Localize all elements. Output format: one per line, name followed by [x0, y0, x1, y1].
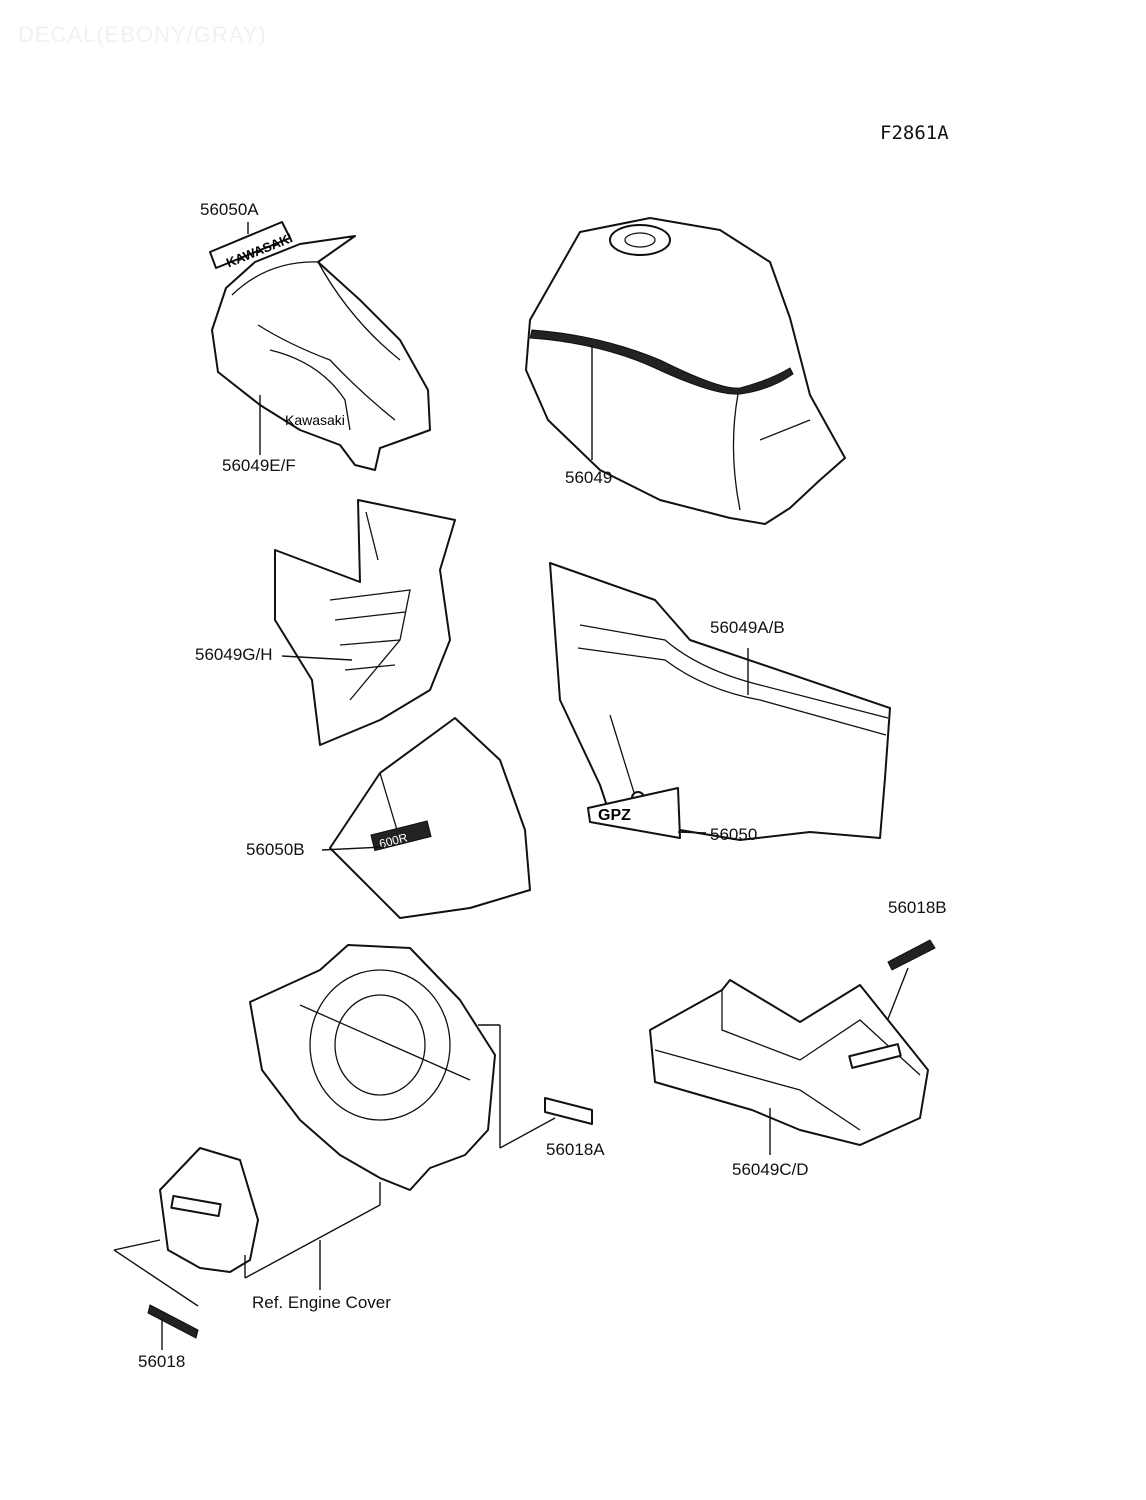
label-56049ab: 56049A/B — [710, 618, 785, 637]
label-56049: 56049 — [565, 468, 613, 487]
chain-guard-56049cd — [649, 979, 929, 1155]
figure-code: F2861A — [880, 122, 949, 144]
label-56049cd: 56049C/D — [732, 1160, 809, 1179]
lower-cowl-56050b: 600R — [321, 717, 531, 919]
decal-56050: GPZ — [587, 787, 707, 839]
clutch-cover — [113, 1147, 381, 1307]
label-56018b: 56018B — [888, 898, 947, 917]
label-56050a: 56050A — [200, 200, 259, 219]
decal-600r-text: 600R — [378, 830, 410, 851]
label-56018a: 56018A — [546, 1140, 605, 1159]
upper-fairing-56049ef: Kawasaki — [211, 235, 431, 471]
label-56049gh: 56049G/H — [195, 645, 273, 664]
decal-gpz-text: GPZ — [598, 807, 631, 824]
decal-56018a — [544, 1097, 593, 1125]
watermark: DECAL(EBONY/GRAY) — [18, 22, 267, 47]
lower-fairing-56049gh — [274, 499, 456, 746]
side-cover-56049ab — [549, 562, 891, 841]
label-56049ef: 56049E/F — [222, 456, 296, 475]
label-56018: 56018 — [138, 1352, 186, 1371]
decal-56018 — [147, 1304, 199, 1350]
label-56050b: 56050B — [246, 840, 305, 859]
decal-kawasaki-fairing-text: Kawasaki — [285, 412, 345, 428]
label-ref-engine-cover: Ref. Engine Cover — [252, 1293, 391, 1312]
fuel-tank-56049 — [525, 217, 846, 525]
engine-cover — [249, 944, 556, 1191]
label-56050: 56050 — [710, 825, 758, 844]
